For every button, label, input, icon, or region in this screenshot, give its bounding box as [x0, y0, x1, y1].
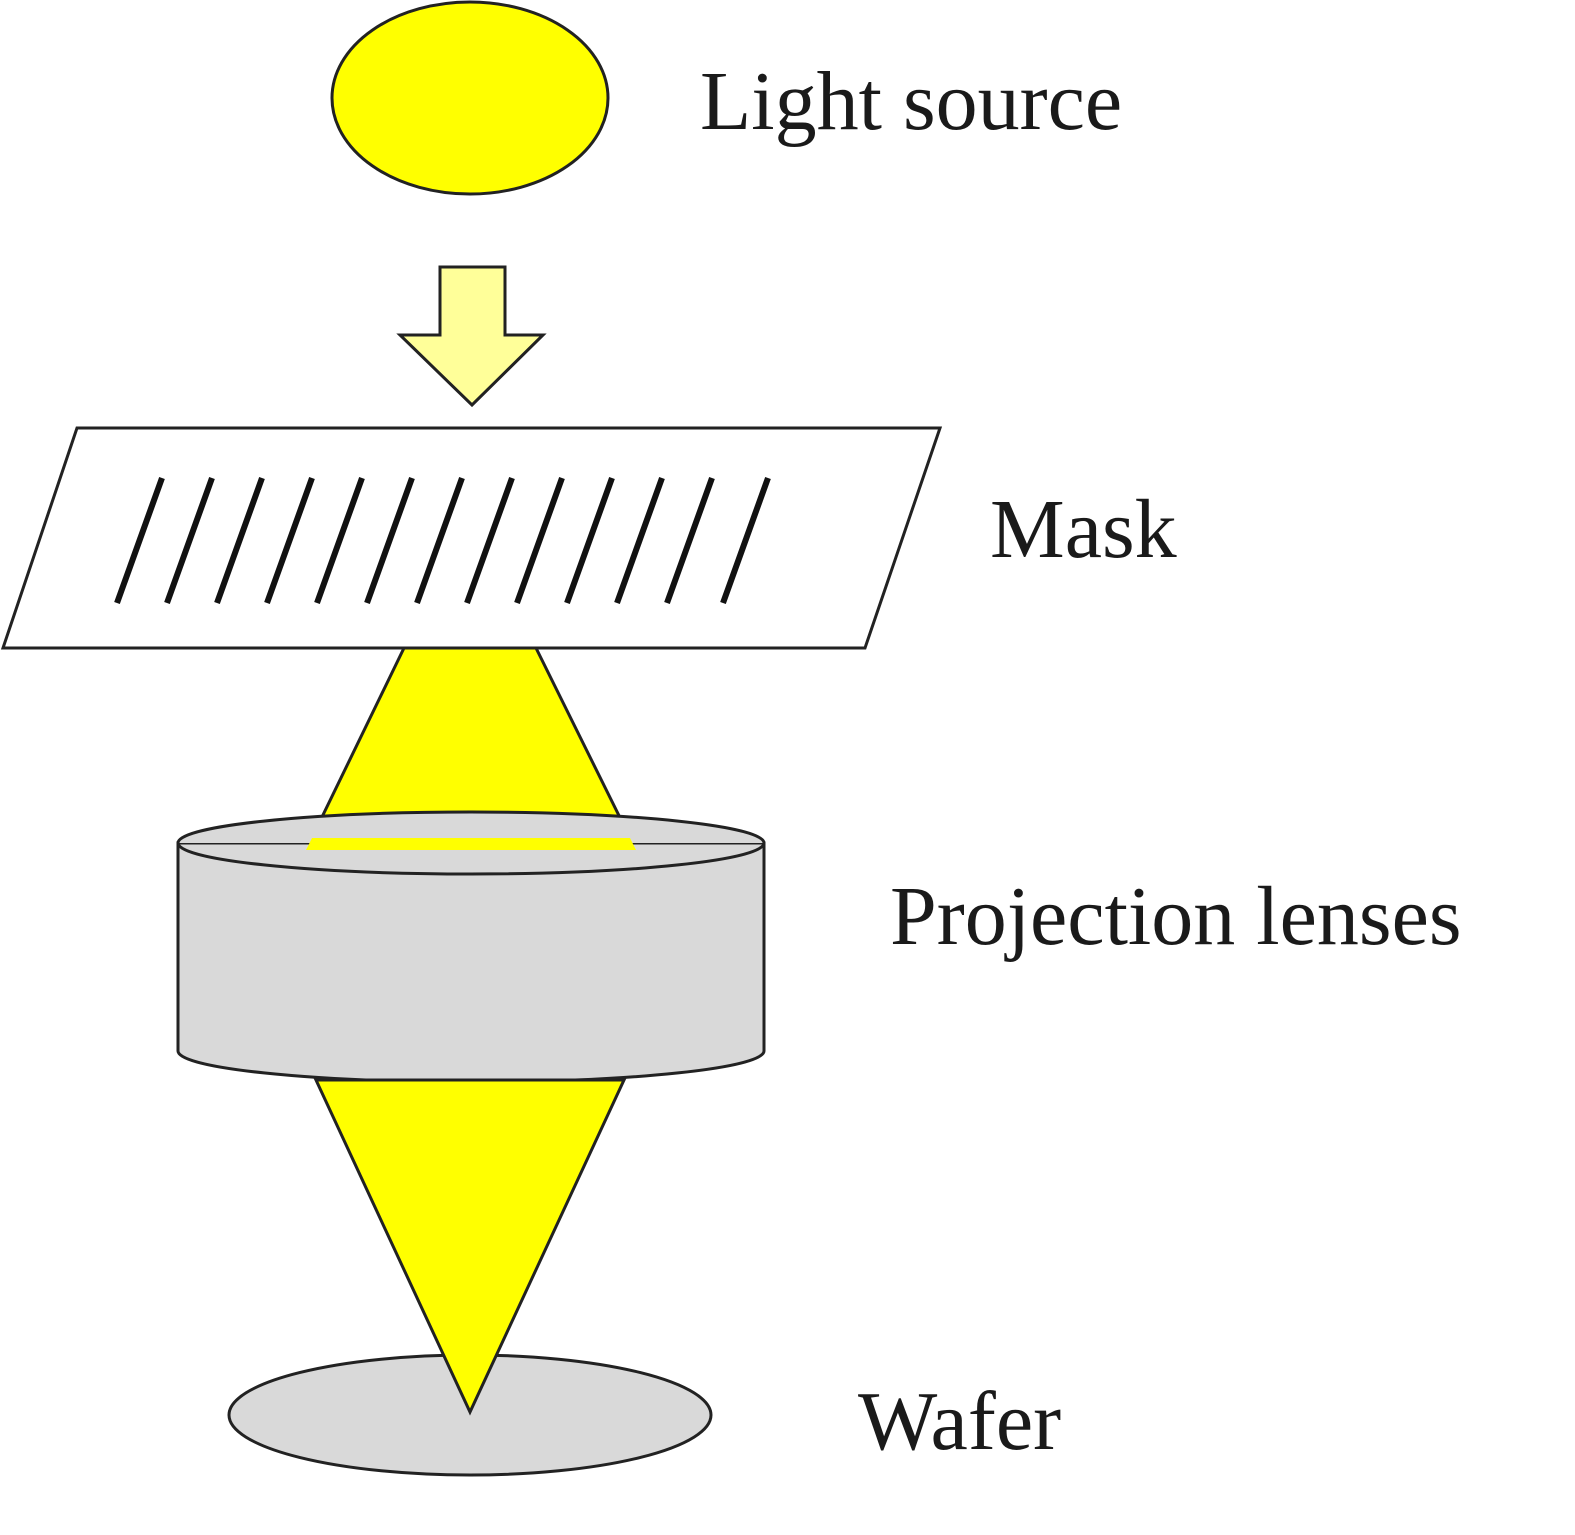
light-source-label: Light source	[700, 55, 1123, 148]
lens-body	[176, 841, 766, 1084]
lens-light-spot	[306, 838, 636, 850]
wafer-label: Wafer	[858, 1375, 1062, 1468]
mask-pattern-lines	[114, 476, 771, 605]
down-arrow-icon	[396, 265, 547, 408]
lower-light-cone	[313, 1078, 627, 1416]
lens-top-front	[176, 842, 766, 876]
mask-label: Mask	[990, 483, 1177, 576]
mask-plate	[0, 426, 943, 650]
lens-top-back	[176, 810, 766, 844]
projection-lens	[176, 810, 766, 1084]
projection-lenses-label: Projection lenses	[890, 870, 1462, 963]
mask	[0, 426, 943, 650]
light-source-ellipse	[330, 0, 610, 196]
